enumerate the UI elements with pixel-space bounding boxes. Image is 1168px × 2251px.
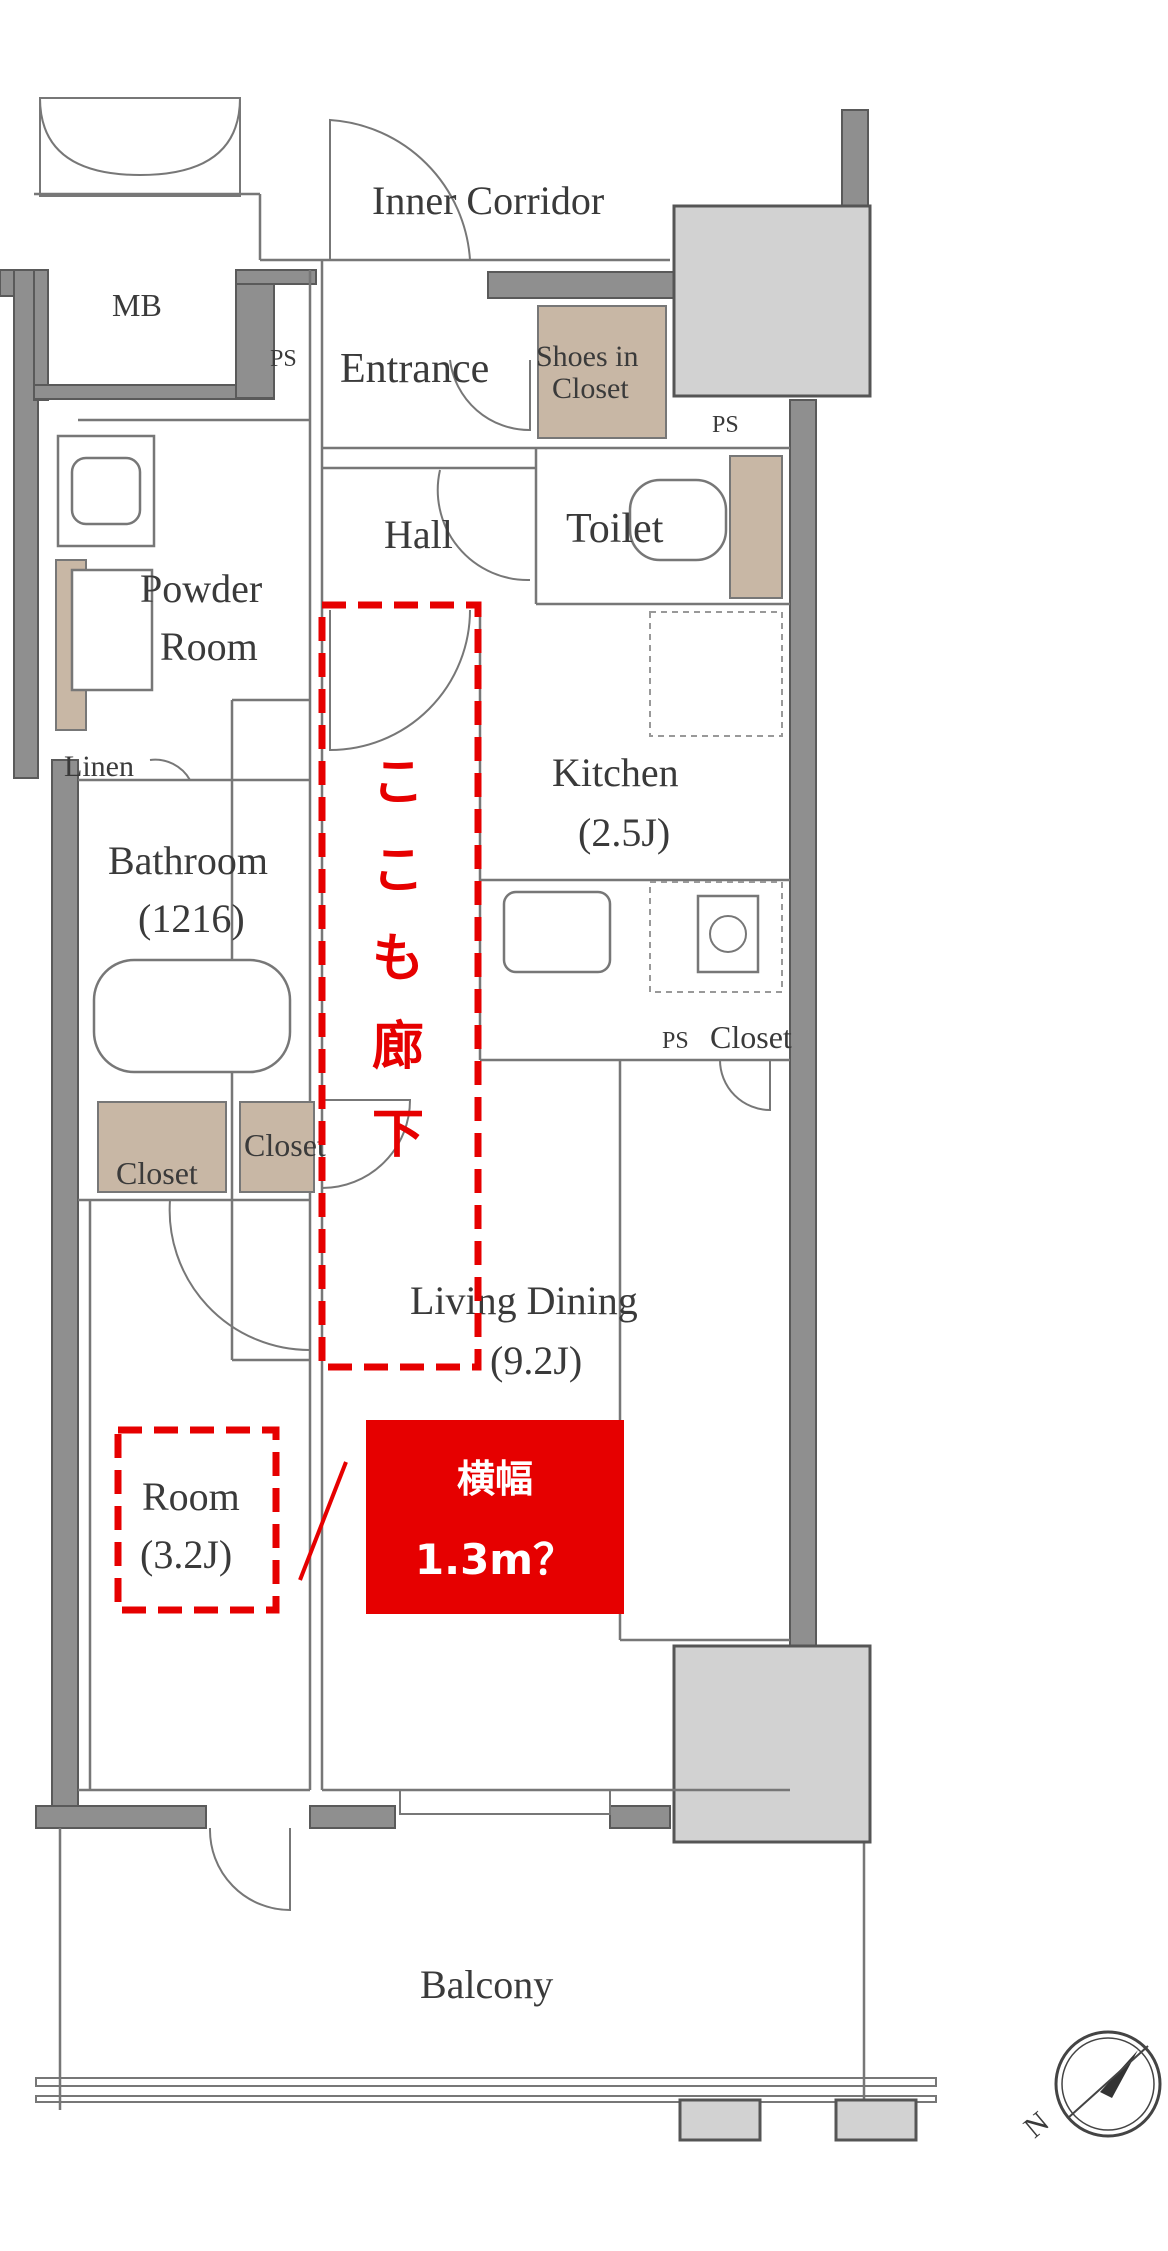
doors	[39, 97, 771, 1912]
label-ps-2: PS	[712, 412, 739, 438]
label-kitchen: Kitchen	[552, 750, 679, 795]
label-toilet: Toilet	[566, 506, 664, 552]
note-line-2: 1.3m？	[415, 1535, 575, 1584]
label-closet-a: Closet	[244, 1127, 326, 1163]
label-shoes-2: Closet	[552, 372, 629, 405]
label-hall: Hall	[384, 512, 453, 557]
label-kitchen-size: (2.5J)	[578, 810, 670, 855]
width-note-box: 横幅 1.3m？	[366, 1420, 624, 1614]
pointer-line	[298, 1461, 348, 1581]
label-mb: MB	[112, 287, 162, 323]
jp-char-5: 下	[372, 1105, 424, 1165]
note-line-1: 横幅	[457, 1457, 533, 1501]
walls	[0, 109, 937, 2110]
jp-char-4: 廊	[372, 1017, 424, 1077]
jp-char-1: こ	[372, 753, 424, 813]
label-balcony: Balcony	[420, 1962, 553, 2007]
label-room-size: (3.2J)	[140, 1532, 232, 1577]
hallway-highlight-box	[318, 601, 482, 1371]
label-ps-1: PS	[270, 346, 297, 372]
label-ps-3: PS	[662, 1028, 689, 1054]
room-highlight-box	[114, 1426, 280, 1614]
jp-char-3: も	[372, 929, 424, 989]
hallway-vertical-text: こ こ も 廊 下	[372, 753, 424, 1165]
label-room: Room	[142, 1474, 240, 1519]
jp-char-2: こ	[372, 841, 424, 901]
label-living-dining-size: (9.2J)	[490, 1338, 582, 1383]
column-top-right	[672, 204, 872, 398]
label-powder-2: Room	[160, 624, 258, 669]
label-closet-b: Closet	[116, 1155, 198, 1191]
label-powder-1: Powder	[140, 566, 262, 611]
column-bottom-right	[672, 1644, 872, 1844]
label-living-dining: Living Dining	[410, 1278, 638, 1323]
label-bathroom: Bathroom	[108, 838, 268, 883]
label-shoes-1: Shoes in	[536, 340, 639, 373]
label-inner-corridor: Inner Corridor	[372, 178, 604, 223]
compass-needle-icon	[1100, 2050, 1138, 2098]
label-entrance: Entrance	[340, 346, 489, 392]
label-linen: Linen	[64, 750, 134, 783]
label-bathroom-size: (1216)	[138, 896, 245, 941]
compass: N	[1018, 2030, 1162, 2144]
fixtures	[56, 434, 783, 1074]
label-closet-kitchen: Closet	[710, 1019, 792, 1055]
compass-label: N	[1018, 2105, 1056, 2144]
room-labels: Inner Corridor MB PS Entrance Shoes in C…	[64, 178, 792, 2007]
